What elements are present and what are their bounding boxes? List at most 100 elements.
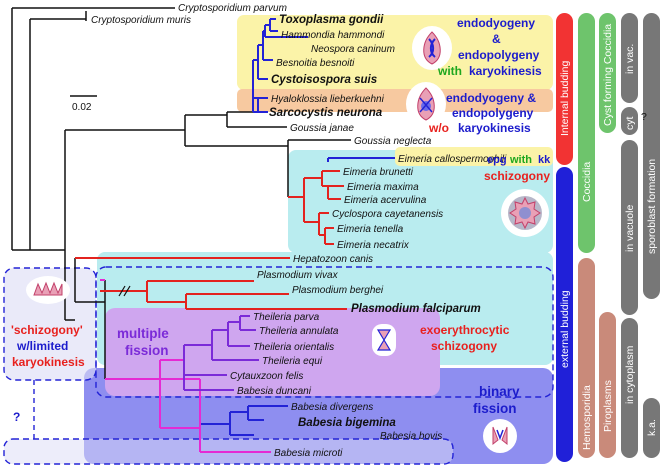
clade-box-cyan-eimeria: [288, 150, 553, 253]
bar-invac-label: in vac.: [624, 44, 636, 74]
ann-sch-q: 'schizogony': [11, 323, 83, 337]
bar-ka: [643, 398, 660, 458]
tree-purple-branches: [183, 315, 259, 391]
taxon-bdivergens: Babesia divergens: [291, 402, 373, 413]
taxon-bbigemina: Babesia bigemina: [298, 417, 396, 429]
tree-red-branches: [75, 170, 347, 310]
ann-endo2-wo: w/o: [428, 121, 449, 135]
bar-coccidia: [578, 13, 595, 253]
taxon-gneglecta: Goussia neglecta: [354, 136, 432, 147]
bar-invac: [621, 13, 638, 103]
branch-break-mark: [118, 285, 131, 297]
clade-box-yellow-callospermophili: [395, 147, 553, 166]
taxon-cmuris: Cryptosporidium muris: [91, 15, 191, 26]
bar-incytoplasm-label: in cytoplasm: [624, 345, 636, 404]
taxon-pfalciparum: Plasmodium falciparum: [351, 303, 481, 315]
ann-multiple: multiple: [117, 326, 169, 341]
taxon-ebrunetti: Eimeria brunetti: [343, 167, 414, 178]
ann-epg-with: with: [509, 154, 532, 166]
taxon-pberghei: Plasmodium berghei: [292, 285, 384, 296]
ann-endo2-kk: karyokinesis: [458, 121, 531, 135]
taxon-bbovis: Babesia bovis: [380, 431, 442, 442]
schizogony-left-cell-icon: [26, 276, 70, 304]
bar-cyt-label: cyt: [624, 117, 636, 131]
taxon-bduncani: Babesia duncani: [237, 386, 312, 397]
bar-coccidia-label: Coccidia: [581, 162, 593, 202]
taxon-ncaninum: Neospora caninum: [311, 44, 395, 55]
binary-fission-cell-icon: [483, 419, 517, 453]
bar-hemosporidia-label: Hemosporidia: [581, 385, 593, 450]
bar-incytoplasm: [621, 318, 638, 458]
dashed-box-plasmodium: [95, 266, 554, 398]
taxon-tgondii: Toxoplasma gondii: [279, 14, 384, 26]
taxon-tequi: Theileria equi: [262, 356, 323, 367]
taxon-ccayetanensis: Cyclospora cayetanensis: [332, 209, 443, 220]
ann-epg: epg: [487, 154, 507, 166]
taxon-tparva: Theileria parva: [253, 312, 320, 323]
endodyogeny-cell-icon: [412, 26, 452, 70]
clade-box-yellow-toxoplasma: [237, 15, 553, 90]
ann-exo-b: schizogony: [431, 339, 497, 353]
taxon-pvivax: Plasmodium vivax: [257, 270, 339, 281]
bar-hemosporidia: [578, 258, 595, 458]
bar-invacuole-label: in vacuole: [624, 205, 636, 252]
ann-endo1-with: with: [437, 64, 462, 78]
taxon-labels: Cryptosporidium parvum Cryptosporidium m…: [91, 3, 507, 459]
taxon-csuis: Cystoisospora suis: [271, 74, 377, 86]
exoerythrocytic-cell-icon: [372, 324, 396, 356]
taxon-cfelis: Cytauxzoon felis: [230, 371, 303, 382]
ann-endo1-a: endodyogeny: [457, 16, 535, 30]
ann-bfission: fission: [473, 401, 517, 416]
taxon-ecallospermophili: Eimeria callospermophili: [398, 154, 507, 165]
bar-cyst-label: Cyst forming Coccidia: [602, 24, 614, 126]
taxon-etenella: Eimeria tenella: [337, 224, 404, 235]
bar-external: [556, 167, 573, 462]
bar-internal: [556, 13, 573, 165]
bar-sporoblast-label: sporoblast formation: [646, 159, 658, 254]
bar-piroplasms-label: Piroplasms: [602, 380, 614, 432]
ann-sch-kk: karyokinesis: [12, 355, 85, 369]
ann-schizogony: schizogony: [484, 169, 550, 183]
classification-bars: [556, 13, 660, 462]
endopolygeny-cell-icon: [406, 82, 446, 126]
taxon-emaxima: Eimeria maxima: [347, 182, 419, 193]
schizogony-cell-icon: [501, 189, 549, 237]
bar-invacuole: [621, 140, 638, 315]
annotations: endodyogeny & endopolygeny with karyokin…: [11, 16, 551, 424]
taxon-bbesnoiti: Besnoitia besnoiti: [276, 58, 355, 69]
bar-piroplasms: [599, 312, 616, 458]
scale-bar-label: 0.02: [72, 102, 92, 113]
bar-sporoblast: [643, 13, 660, 299]
bar-cyt-q: ?: [641, 111, 647, 123]
bar-ka-label: k.a.: [646, 419, 658, 436]
taxon-bmicroti: Babesia microti: [274, 448, 343, 459]
bar-cyst: [599, 13, 616, 133]
taxon-sneurona: Sarcocystis neurona: [269, 107, 383, 119]
ann-qmark: ?: [13, 410, 20, 424]
ann-endo1-b: &: [492, 32, 501, 46]
taxon-gjanae: Goussia janae: [290, 123, 354, 134]
taxon-enecatrix: Eimeria necatrix: [337, 240, 410, 251]
bar-cyt: [621, 107, 638, 135]
ann-endo2-b: endopolygeny: [452, 106, 534, 120]
ann-fission: fission: [125, 343, 169, 358]
taxon-hhammondi: Hammondia hammondi: [281, 30, 385, 41]
ann-epg-kk: kk: [538, 154, 551, 166]
taxon-eacervulina: Eimeria acervulina: [344, 195, 427, 206]
ann-binary: binary: [479, 384, 520, 399]
bar-external-label: external budding: [559, 290, 571, 368]
classification-bar-labels: Internal budding external budding Coccid…: [559, 24, 658, 450]
ann-endo1-c: endopolygeny: [458, 48, 540, 62]
taxon-hcanis: Hepatozoon canis: [293, 254, 373, 265]
clade-box-orange-sarcocystis: [237, 89, 553, 112]
ann-exo-a: exoerythrocytic: [420, 323, 510, 337]
ann-sch-wl: w/limited: [16, 339, 68, 353]
taxon-tannulata: Theileria annulata: [259, 326, 339, 337]
taxon-hlieberkuehni: Hyaloklossia lieberkuehni: [271, 94, 385, 105]
ann-endo1-kk: karyokinesis: [469, 64, 542, 78]
ann-endo2-a: endodyogeny &: [446, 91, 536, 105]
taxon-cparvum: Cryptosporidium parvum: [178, 3, 287, 14]
bar-internal-label: Internal budding: [559, 61, 571, 136]
